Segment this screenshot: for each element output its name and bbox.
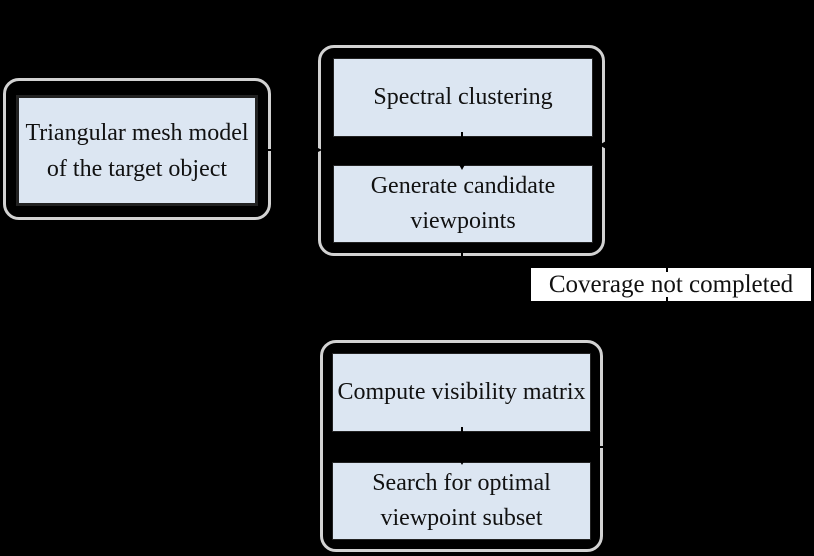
spectral-clustering-box: Spectral clustering xyxy=(333,58,593,137)
feedback-line-top xyxy=(605,144,668,146)
search-optimal-viewpoint-subset-box: Search for optimal viewpoint subset xyxy=(332,462,591,540)
search-optimal-viewpoint-subset-label: Search for optimal viewpoint subset xyxy=(372,470,551,531)
arrow-generate-to-compute-line xyxy=(461,243,463,330)
arrow-generate-to-compute-arrowhead xyxy=(457,330,467,339)
coverage-not-completed-label: Coverage not completed xyxy=(531,268,811,301)
generate-candidate-viewpoints-label: Generate candidate viewpoints xyxy=(370,173,556,234)
spectral-clustering-label: Spectral clustering xyxy=(373,84,553,110)
input-model-box: Triangular mesh model of the target obje… xyxy=(16,95,258,206)
feedback-arrowhead xyxy=(599,140,608,150)
arrow-compute-to-search-line xyxy=(461,427,463,456)
arrow-input-to-clustering-arrowhead xyxy=(312,145,322,155)
arrow-spectral-to-generate-arrowhead xyxy=(457,161,467,170)
arrow-spectral-to-generate-line xyxy=(461,132,463,161)
generate-candidate-viewpoints-box: Generate candidate viewpoints xyxy=(333,165,593,243)
compute-visibility-matrix-label: Compute visibility matrix xyxy=(337,379,586,405)
feedback-notch-label-top xyxy=(666,268,668,272)
input-model-label: Triangular mesh model of the target obje… xyxy=(25,119,249,182)
feedback-notch-label-bottom xyxy=(666,297,668,301)
compute-visibility-matrix-box: Compute visibility matrix xyxy=(332,353,591,432)
arrow-compute-to-search-arrowhead xyxy=(457,456,467,465)
feedback-line-bottom xyxy=(599,446,668,448)
arrow-input-to-clustering-line xyxy=(258,149,312,151)
coverage-not-completed-text: Coverage not completed xyxy=(548,271,794,298)
